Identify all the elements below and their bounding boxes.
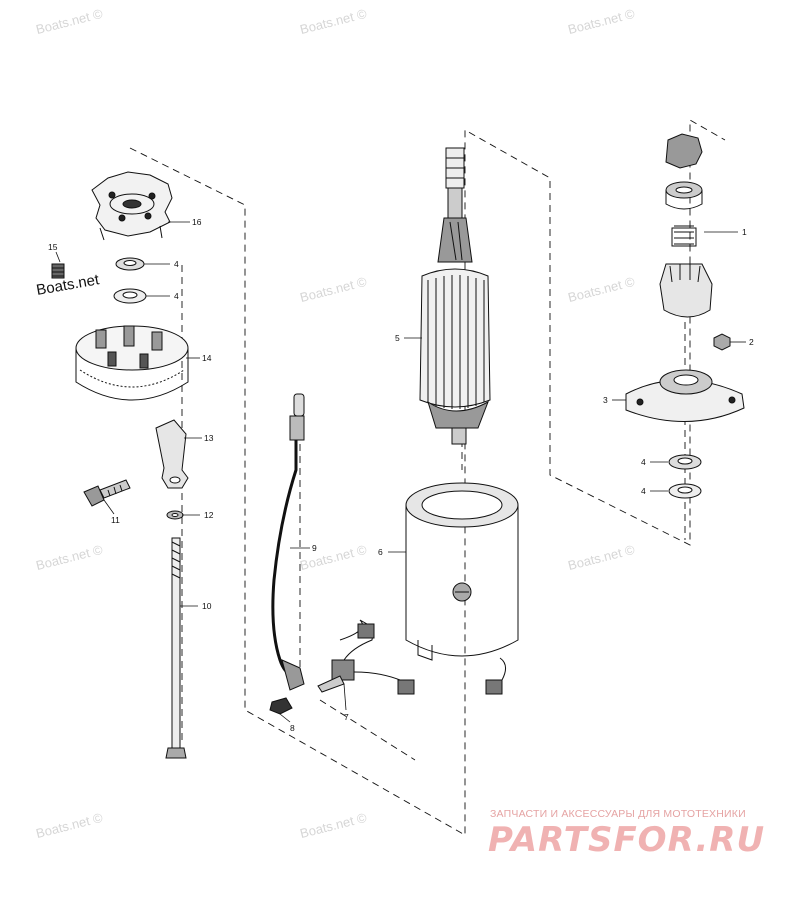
part-frame-housing <box>405 482 519 695</box>
callout-6: 6 <box>378 547 383 557</box>
callout-7: 7 <box>344 712 349 722</box>
callout-12: 12 <box>204 510 214 520</box>
callout-4-left-b: 4 <box>174 291 179 301</box>
callout-9: 9 <box>312 543 317 553</box>
callout-3: 3 <box>603 395 608 405</box>
part-nut-8 <box>269 697 293 715</box>
part-brush-holder-ring <box>75 325 189 401</box>
part-washer-right-b <box>668 483 702 499</box>
brand-subtitle: ЗАПЧАСТИ И АКСЕССУАРЫ ДЛЯ МОТОТЕХНИКИ <box>490 808 746 820</box>
part-drive-end-plate <box>625 369 745 422</box>
callout-labels: 1 2 3 4 4 4 4 5 6 7 8 9 10 11 12 13 14 1… <box>48 217 754 733</box>
callout-13: 13 <box>204 433 214 443</box>
callout-15: 15 <box>48 242 58 252</box>
part-bolt-11 <box>83 479 131 507</box>
callout-4-right-a: 4 <box>641 457 646 467</box>
brand-logo: PARTSFOR.RU <box>488 820 766 860</box>
part-washer-left-b <box>113 288 147 304</box>
leader-lines <box>55 221 746 723</box>
part-armature <box>419 147 491 445</box>
callout-4-left-a: 4 <box>174 259 179 269</box>
callout-16: 16 <box>192 217 202 227</box>
callout-1: 1 <box>742 227 747 237</box>
part-lead-wire <box>271 393 305 691</box>
callout-10: 10 <box>202 601 212 611</box>
part-nut-2 <box>713 333 731 351</box>
part-washer-left-a <box>115 257 145 271</box>
callout-4-right-b: 4 <box>641 486 646 496</box>
part-brush-assembly <box>317 619 415 695</box>
assembly-dashed-lines <box>129 119 726 836</box>
callout-2: 2 <box>749 337 754 347</box>
part-lockwasher-12 <box>166 510 184 520</box>
callout-5: 5 <box>395 333 400 343</box>
part-screw-15 <box>51 263 65 279</box>
part-end-plate <box>91 171 173 241</box>
part-washer-right-a <box>668 454 702 470</box>
callout-11: 11 <box>111 515 120 525</box>
part-drive-assembly <box>659 133 713 318</box>
part-ground-strap <box>155 419 189 489</box>
part-through-bolt <box>165 537 187 759</box>
callout-14: 14 <box>202 353 212 363</box>
callout-8: 8 <box>290 723 295 733</box>
